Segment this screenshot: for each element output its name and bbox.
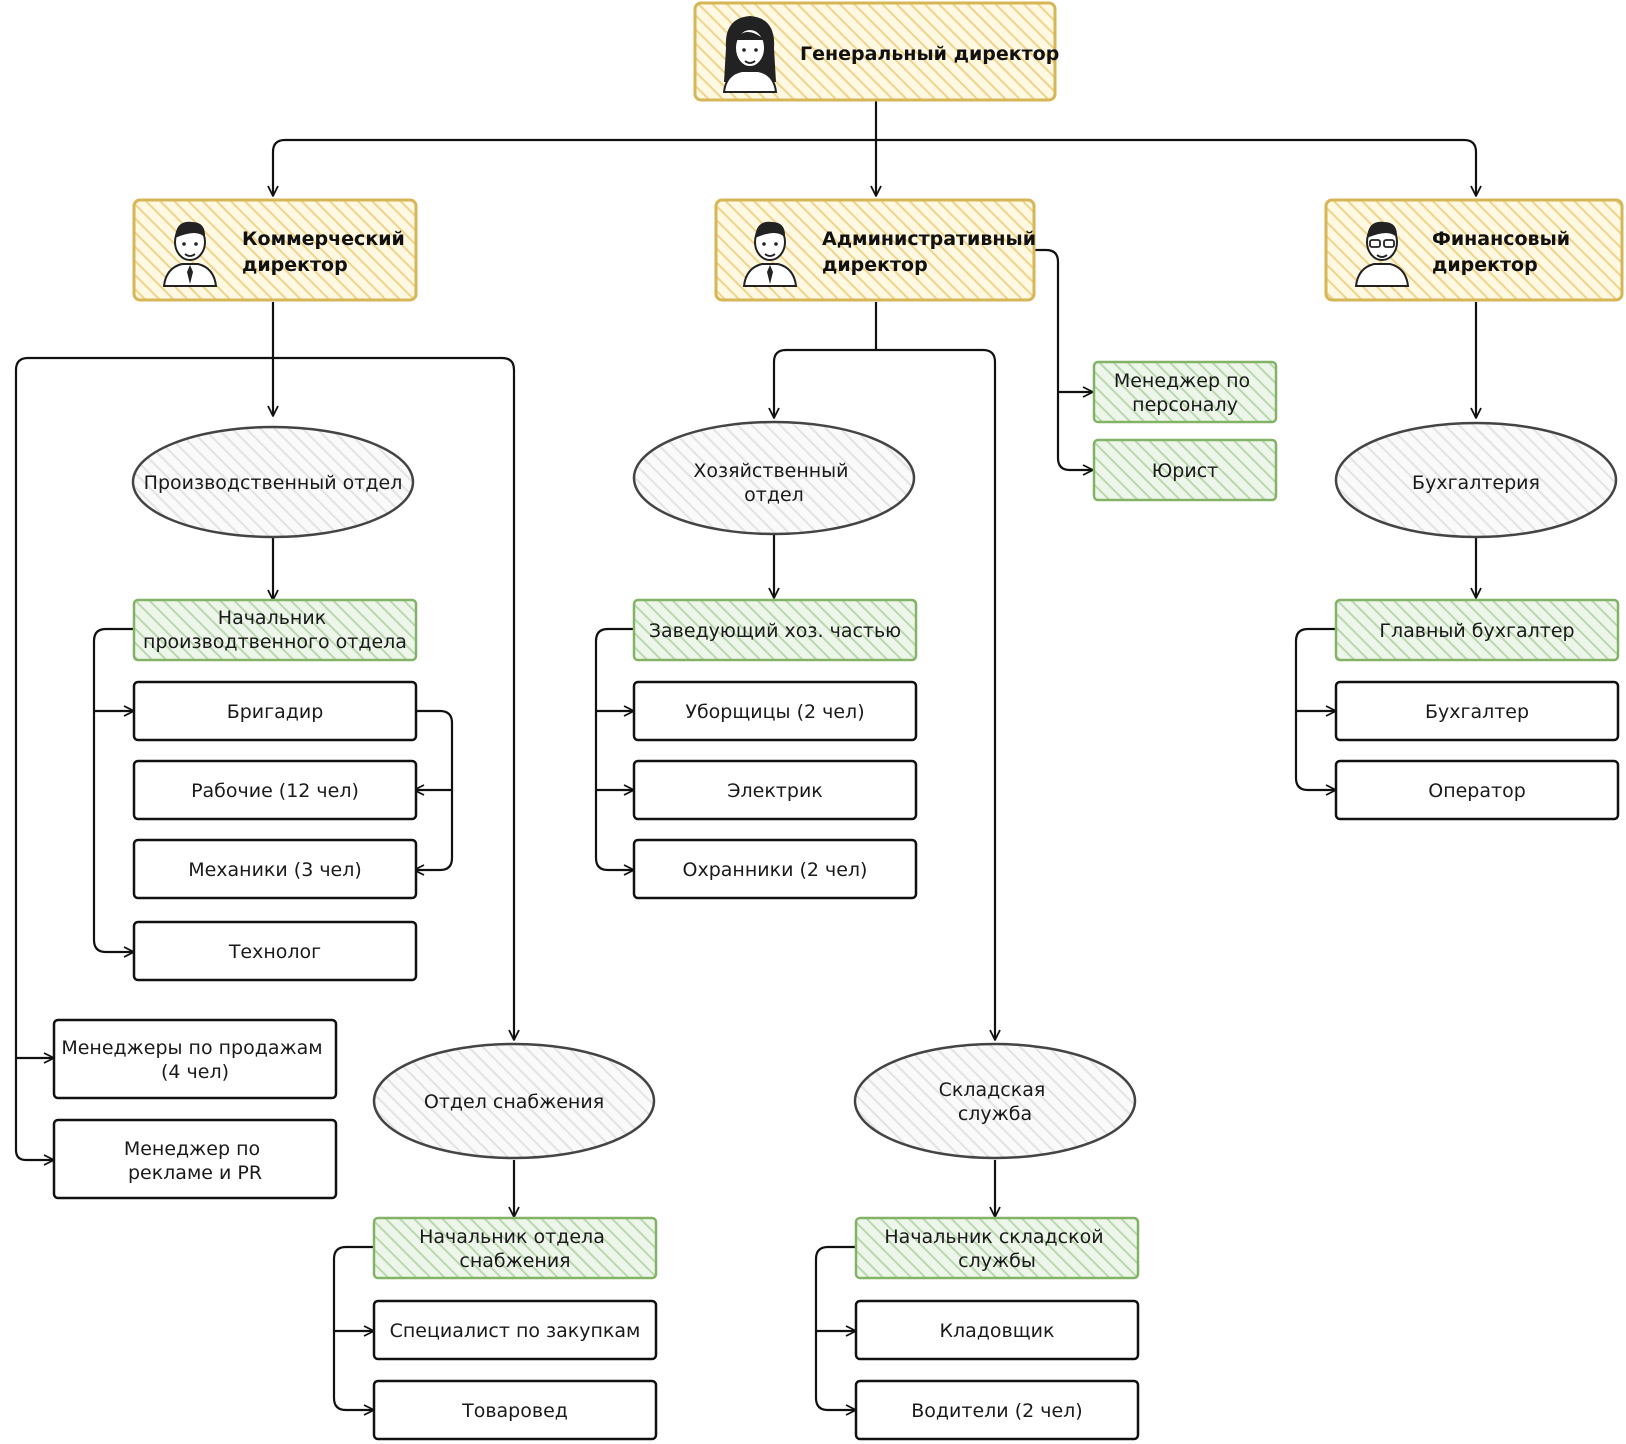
- edge-general-to-financial: [876, 138, 1482, 197]
- edge-admin-side-bus: [1034, 248, 1094, 476]
- household-head-label: Заведующий хоз. частью: [649, 620, 901, 642]
- drivers-label: Водители (2 чел): [911, 1400, 1082, 1422]
- warehouse-head-box: Начальник складской службы: [854, 1216, 1140, 1280]
- production-department-label: Производственный отдел: [144, 472, 403, 494]
- technologist-label: Технолог: [228, 941, 321, 963]
- operator-label: Оператор: [1428, 780, 1526, 802]
- production-department-ellipse: Производственный отдел: [131, 425, 415, 539]
- commercial-director-label: Коммерческий директор: [242, 228, 411, 276]
- cleaners-box: Уборщицы (2 чел): [632, 680, 918, 742]
- guards-box: Охранники (2 чел): [632, 838, 918, 900]
- guards-label: Охранники (2 чел): [683, 859, 868, 881]
- pr-manager-box: Менеджер по рекламе и PR: [52, 1118, 338, 1200]
- accountant-label: Бухгалтер: [1425, 701, 1529, 723]
- administrative-director-label: Административный директор: [822, 228, 1043, 276]
- drivers-box: Водители (2 чел): [854, 1379, 1140, 1441]
- production-head-box: Начальник производтвенного отдела: [132, 598, 418, 662]
- sales-managers-box: Менеджеры по продажам (4 чел): [52, 1018, 338, 1100]
- pr-manager-label: Менеджер по рекламе и PR: [124, 1138, 266, 1184]
- electrician-box: Электрик: [632, 759, 918, 821]
- production-head-label: Начальник производтвенного отдела: [143, 607, 407, 653]
- accounting-department-ellipse: Бухгалтерия: [1334, 421, 1618, 539]
- chief-accountant-box: Главный бухгалтер: [1334, 598, 1620, 662]
- edge-admin-to-warehouse: [876, 348, 1001, 1041]
- supply-head-label: Начальник отдела снабжения: [419, 1226, 611, 1272]
- general-director-label: Генеральный директор: [800, 43, 1059, 65]
- warehouse-department-ellipse: Складская служба: [853, 1042, 1137, 1160]
- sales-managers-label: Менеджеры по продажам (4 чел): [61, 1037, 328, 1083]
- purchasing-specialist-box: Специалист по закупкам: [372, 1299, 658, 1361]
- household-department-ellipse: Хозяйственный отдел: [632, 420, 916, 536]
- warehouse-department-label: Складская служба: [939, 1079, 1052, 1125]
- edge-production-head-bus: [92, 627, 135, 958]
- financial-director-box: Финансовый директор: [1324, 198, 1624, 302]
- electrician-label: Электрик: [727, 780, 823, 802]
- technologist-box: Технолог: [132, 920, 418, 982]
- edge-chief-bus: [1294, 627, 1337, 796]
- purchasing-specialist-label: Специалист по закупкам: [390, 1320, 641, 1342]
- connectors: [14, 100, 1482, 1416]
- edge-household-head-bus: [594, 627, 635, 876]
- accountant-box: Бухгалтер: [1334, 680, 1620, 742]
- commercial-director-box: Коммерческий директор: [132, 198, 418, 302]
- foreman-label: Бригадир: [227, 701, 324, 723]
- edge-admin-to-household: [768, 348, 876, 419]
- chief-accountant-label: Главный бухгалтер: [1379, 620, 1574, 642]
- accounting-department-label: Бухгалтерия: [1412, 472, 1540, 494]
- man-avatar-icon: [162, 221, 218, 287]
- mechanics-box: Механики (3 чел): [132, 838, 418, 900]
- lawyer-box: Юрист: [1092, 438, 1278, 502]
- hr-manager-box: Менеджер по персоналу: [1092, 360, 1278, 424]
- workers-label: Рабочие (12 чел): [191, 780, 359, 802]
- operator-box: Оператор: [1334, 759, 1620, 821]
- edge-supply-head-bus: [332, 1245, 375, 1416]
- merchandiser-box: Товаровед: [372, 1379, 658, 1441]
- edge-commercial-to-supply: [273, 356, 520, 1041]
- storekeeper-label: Кладовщик: [940, 1320, 1055, 1342]
- woman-avatar-icon: [722, 16, 778, 93]
- edge-to-pr-manager: [14, 1149, 55, 1166]
- hr-manager-label: Менеджер по персоналу: [1114, 370, 1256, 416]
- lawyer-label: Юрист: [1152, 460, 1218, 482]
- man-avatar-icon: [742, 221, 798, 287]
- supply-department-ellipse: Отдел снабжения: [372, 1042, 656, 1160]
- warehouse-head-label: Начальник складской службы: [884, 1226, 1109, 1272]
- workers-box: Рабочие (12 чел): [132, 759, 418, 821]
- edge-warehouse-head-bus: [814, 1245, 857, 1416]
- administrative-director-box: Административный директор: [714, 198, 1043, 302]
- foreman-box: Бригадир: [132, 680, 418, 742]
- edge-commercial-to-left-bus: [14, 356, 273, 1150]
- supply-head-box: Начальник отдела снабжения: [372, 1216, 658, 1280]
- financial-director-label: Финансовый директор: [1432, 228, 1577, 276]
- household-head-box: Заведующий хоз. частью: [632, 598, 918, 662]
- mechanics-label: Механики (3 чел): [188, 859, 362, 881]
- edge-general-to-commercial: [267, 138, 876, 197]
- supply-department-label: Отдел снабжения: [424, 1091, 604, 1113]
- general-director-box: Генеральный директор: [693, 1, 1059, 102]
- cleaners-label: Уборщицы (2 чел): [685, 701, 864, 723]
- household-department-label: Хозяйственный отдел: [693, 460, 854, 506]
- merchandiser-label: Товаровед: [461, 1400, 568, 1422]
- man-with-glasses-avatar-icon: [1354, 221, 1410, 287]
- storekeeper-box: Кладовщик: [854, 1299, 1140, 1361]
